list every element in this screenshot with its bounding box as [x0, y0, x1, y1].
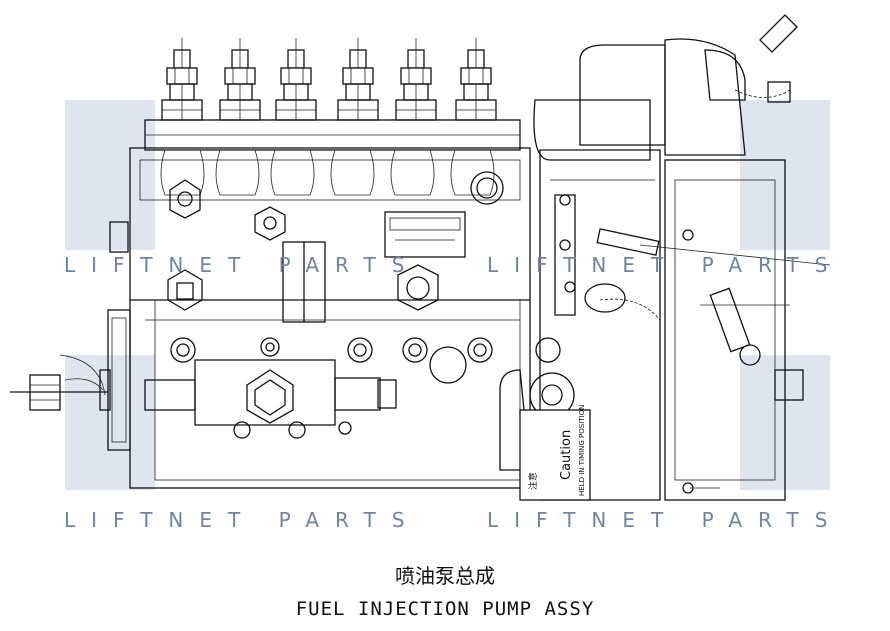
delivery-valve-3: [275, 38, 317, 121]
delivery-valve-2: [219, 38, 261, 121]
fuel-injection-pump-drawing: 注意 Caution HELD IN TIMING POSITION: [10, 14, 831, 501]
delivery-valves: [161, 38, 497, 121]
watermark-text-bottom-left: LIFTNET PARTS: [64, 508, 421, 532]
delivery-valve-5: [395, 38, 437, 121]
watermark-text-bottom-right: LIFTNET PARTS: [487, 508, 844, 532]
delivery-valve-6: [455, 38, 497, 121]
caution-label-cn: 注意: [527, 472, 539, 490]
caption-chinese: 喷油泵总成: [395, 564, 495, 588]
caution-label-en: Caution: [559, 430, 574, 480]
nameplate: [384, 211, 466, 258]
delivery-valve-1: [161, 38, 203, 121]
timing-note: HELD IN TIMING POSITION: [578, 405, 586, 496]
pump-housing: [129, 147, 531, 489]
caption-english: FUEL INJECTION PUMP ASSY: [295, 598, 595, 620]
watermark-text-top-right: LIFTNET PARTS: [487, 253, 844, 277]
delivery-valve-4: [337, 38, 379, 121]
watermark-text-top-left: LIFTNET PARTS: [64, 253, 421, 277]
caution-label-plate: 注意 Caution HELD IN TIMING POSITION: [519, 405, 591, 501]
